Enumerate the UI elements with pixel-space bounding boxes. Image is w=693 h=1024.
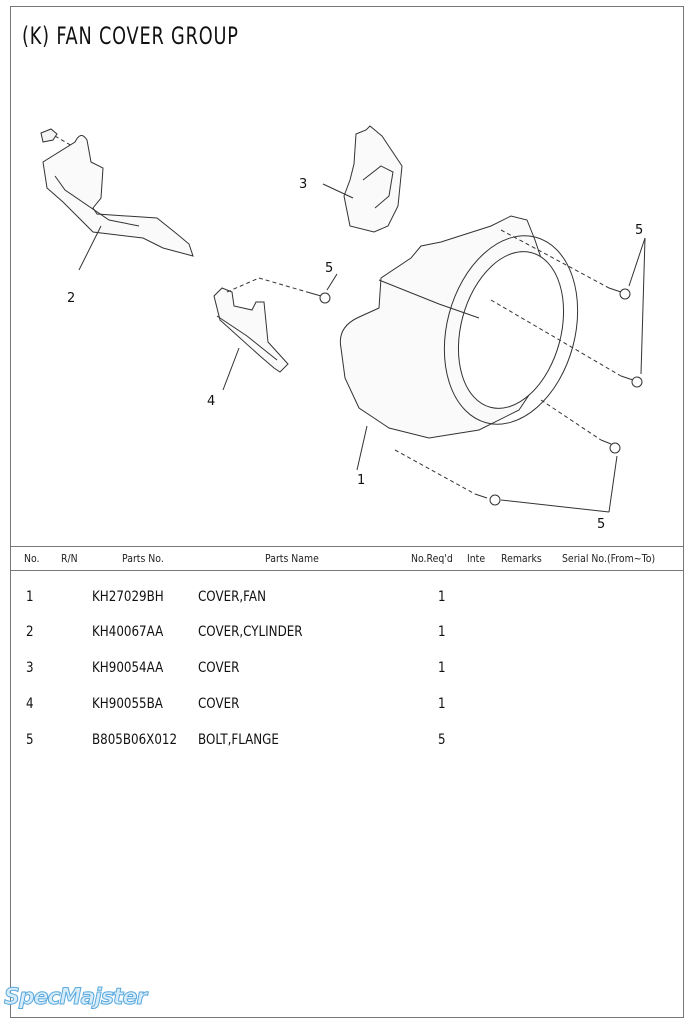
row-qty: 1 [438,660,446,676]
header-remarks: Remarks [501,552,542,565]
callout-2: 2 [67,291,75,306]
callout-5-c: 5 [597,517,605,532]
row-parts-name: COVER [198,696,240,712]
table-row: 5 B805B06X012 BOLT,FLANGE 5 [0,732,693,752]
part-4-cover [213,277,308,391]
row-parts-no: B805B06X012 [92,732,178,748]
bolt-icon [620,375,643,388]
row-no: 4 [26,696,34,712]
callout-4: 4 [207,394,215,409]
callout-3: 3 [299,177,307,192]
callout-5-a: 5 [325,261,333,276]
row-parts-no: KH40067AA [92,624,164,640]
row-qty: 1 [438,589,446,605]
row-no: 2 [26,624,34,640]
bolts [306,229,646,513]
header-parts-name: Parts Name [265,552,319,565]
part-1-fan-cover [339,215,579,471]
table-row: 2 KH40067AA COVER,CYLINDER 1 [0,624,693,644]
part-2-cylinder-cover [40,128,194,271]
row-qty: 5 [438,732,446,748]
callout-5-b: 5 [635,223,643,238]
row-parts-no: KH90054AA [92,660,164,676]
bolt-icon [608,287,631,300]
table-header-bottom-rule [10,570,684,571]
header-serial: Serial No.(From~To) [562,552,656,565]
row-parts-name: BOLT,FLANGE [198,732,279,748]
row-parts-name: COVER [198,660,240,676]
row-no: 1 [26,589,34,605]
row-parts-no: KH90055BA [92,696,163,712]
row-parts-no: KH27029BH [92,589,164,605]
header-no: No. [24,552,40,565]
page-title: (K) FAN COVER GROUP [22,22,239,50]
watermark-logo: SpecMajster [3,985,147,1011]
callout-1: 1 [357,473,365,488]
page-frame [10,6,684,1018]
header-qty: No.Req'd [411,552,453,565]
header-inte: Inte [467,552,486,565]
row-parts-name: COVER,CYLINDER [198,624,303,640]
table-row: 1 KH27029BH COVER,FAN 1 [0,589,693,609]
table-header-top-rule [10,546,684,547]
table-row: 4 KH90055BA COVER 1 [0,696,693,716]
row-parts-name: COVER,FAN [198,589,266,605]
part-3-cover [322,125,403,233]
row-no: 3 [26,660,34,676]
bolt-icon [600,439,621,454]
row-qty: 1 [438,696,446,712]
row-no: 5 [26,732,34,748]
row-qty: 1 [438,624,446,640]
table-row: 3 KH90054AA COVER 1 [0,660,693,680]
exploded-parts-diagram: 1 2 3 4 5 5 5 [40,125,646,532]
bolt-icon [306,291,331,304]
header-parts-no: Parts No. [122,552,164,565]
header-rn: R/N [61,552,78,565]
bolt-icon [474,493,501,506]
